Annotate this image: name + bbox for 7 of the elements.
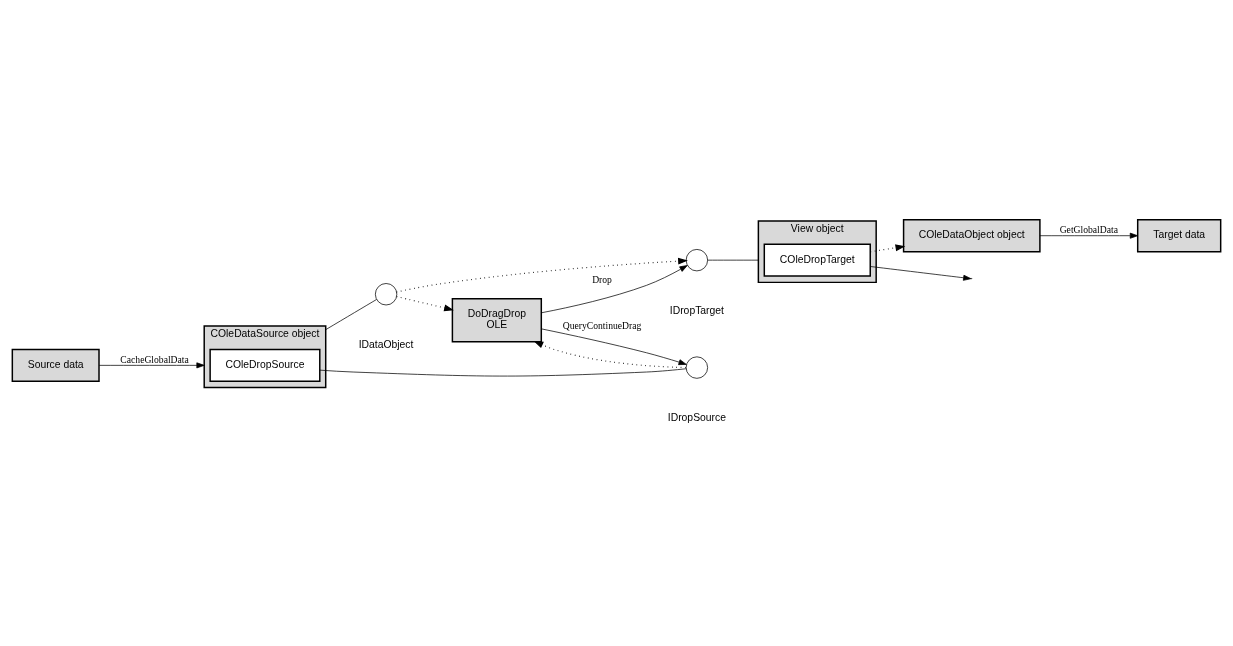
node-label: IDataObject — [358, 338, 414, 350]
node-label: IDropSource — [667, 411, 726, 423]
edge-label: Drop — [592, 273, 612, 285]
edge-label: QueryContinueDrag — [562, 319, 642, 331]
edge-label: GetGlobalData — [1059, 223, 1118, 235]
node-label: IDropTarget — [669, 304, 724, 316]
edge-label: CacheGlobalData — [120, 353, 189, 365]
